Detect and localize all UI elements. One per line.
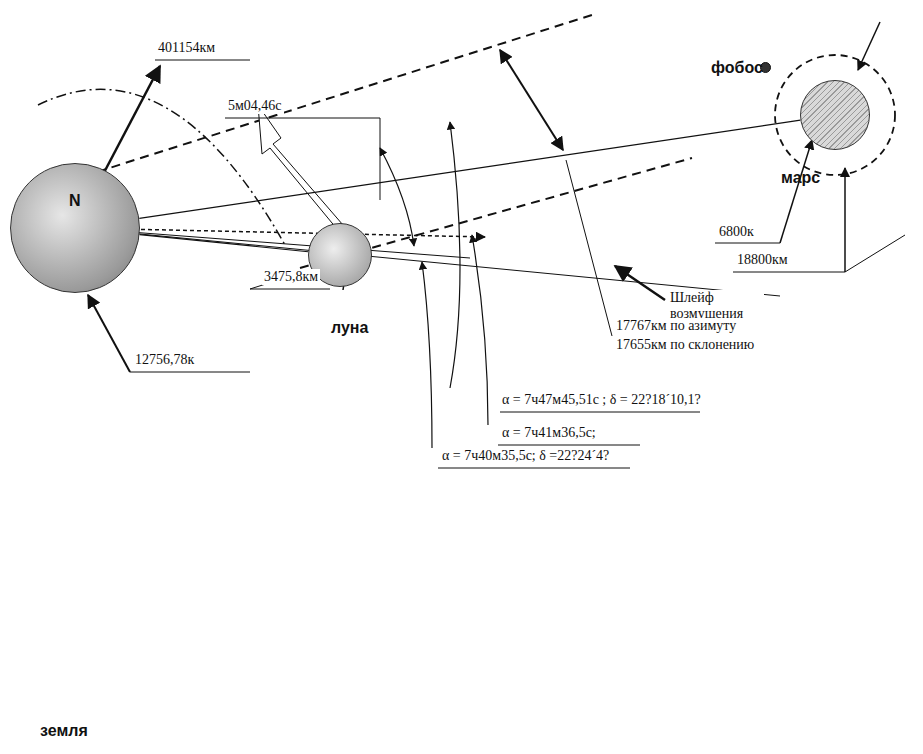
body-name: фобос [711, 59, 763, 77]
body-name: луна [331, 319, 368, 337]
dimension-label: 401154км [156, 40, 217, 56]
dimension-label: 17655км по склонению [614, 337, 756, 353]
dimension-label: α = 7ч41м36,5с; [500, 425, 598, 441]
leader-line [615, 266, 665, 300]
horizon-line [78, 228, 780, 296]
width-arrow [500, 50, 563, 150]
angle-arc [380, 148, 414, 246]
dimension-label: 17767км по азимуту [614, 318, 738, 334]
leader-line [844, 168, 846, 272]
leader-line [715, 243, 780, 244]
dimension-label: 3475,8км [262, 269, 320, 285]
leader-line [130, 372, 250, 373]
dimension-label: 5м04,46с [226, 98, 284, 114]
pole-letter: N [69, 192, 81, 210]
sight-connector [140, 235, 309, 252]
diameter-arrow [858, 22, 880, 70]
dimension-label: α = 7ч47м45,51с ; δ = 22?18´10,1? [500, 392, 703, 408]
leader-line [155, 60, 250, 61]
leader-line [250, 289, 330, 290]
leader-line [225, 118, 380, 119]
body-name: земля [38, 722, 90, 740]
hollow-arrow [258, 105, 343, 229]
leader-line [438, 468, 630, 469]
leader-line [380, 118, 381, 200]
leader-line [733, 272, 845, 273]
angle-arc [450, 122, 460, 388]
phobos-orbit [775, 55, 895, 175]
leader-line [845, 235, 905, 272]
leader-line [88, 295, 130, 372]
angle-arc [422, 262, 432, 448]
phobos-dot: фобос [760, 62, 771, 73]
dimension-label: 6800к [717, 224, 756, 240]
leader-line [498, 445, 640, 446]
dimension-label: 18800км [735, 252, 790, 268]
mars-circle: марс [800, 80, 870, 150]
leader-line [500, 412, 700, 413]
leader-line [566, 160, 612, 336]
leader-line [780, 140, 812, 243]
angle-arc [472, 235, 488, 425]
body-name: марс [781, 169, 820, 187]
dimension-label: 12756,78к [133, 352, 196, 368]
sight-connector [139, 120, 800, 218]
earth-circle: N [10, 163, 140, 293]
dimension-label: α = 7ч40м35,5с; δ =22?24´4? [440, 448, 611, 464]
